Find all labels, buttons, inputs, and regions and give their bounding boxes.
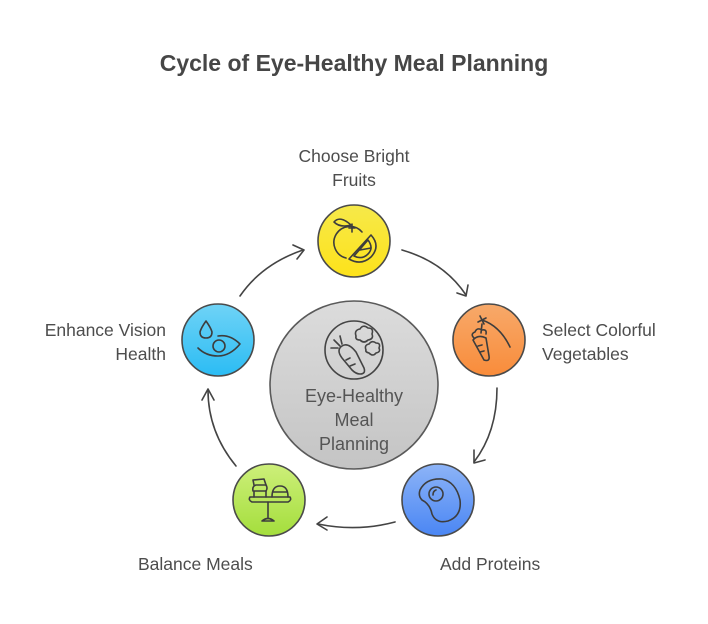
arrow-vegetables-to-proteins <box>473 387 498 464</box>
carrot-icon <box>471 315 511 362</box>
arrow-fruits-to-vegetables <box>401 249 469 297</box>
center-node <box>269 300 439 470</box>
diagram-title: Cycle of Eye-Healthy Meal Planning <box>159 50 549 76</box>
step-label-add-proteins: Add Proteins <box>440 552 540 576</box>
arrow-vision-to-fruits <box>239 244 305 297</box>
fried-egg-icon <box>418 478 462 523</box>
center-label-line: Eye-Healthy <box>304 386 404 406</box>
label-line: Health <box>115 344 166 364</box>
step-node-add-proteins <box>401 463 475 537</box>
step-label-select-colorful-vegetables: Select Colorful Vegetables <box>542 318 656 366</box>
label-line: Choose Bright <box>298 146 410 166</box>
center-label-line: Meal <box>334 410 374 430</box>
step-node-balance-meals <box>232 463 306 537</box>
orange-lemon-icon <box>333 218 377 263</box>
label-line: Balance Meals <box>138 554 253 574</box>
label-line: Vegetables <box>542 344 629 364</box>
center-label-line: Planning <box>318 434 390 454</box>
arrow-proteins-to-balance <box>316 516 396 531</box>
label-line: Fruits <box>332 170 376 190</box>
label-line: Enhance Vision <box>44 320 166 340</box>
step-label-choose-bright-fruits: Choose Bright Fruits <box>270 144 438 192</box>
food-stand-icon <box>248 478 292 522</box>
step-node-enhance-vision-health <box>181 303 255 377</box>
step-node-choose-bright-fruits <box>317 204 391 278</box>
eye-drop-icon <box>197 320 241 357</box>
label-line: Select Colorful <box>542 320 656 340</box>
arrow-balance-to-vision <box>201 388 237 467</box>
label-line: Add Proteins <box>440 554 541 574</box>
step-node-select-colorful-vegetables <box>452 303 526 377</box>
step-label-enhance-vision-health: Enhance Vision Health <box>0 318 166 366</box>
carrot-broccoli-plate-icon <box>324 320 384 380</box>
step-label-balance-meals: Balance Meals <box>138 552 253 576</box>
center-label: Eye-Healthy Meal Planning <box>280 384 428 456</box>
